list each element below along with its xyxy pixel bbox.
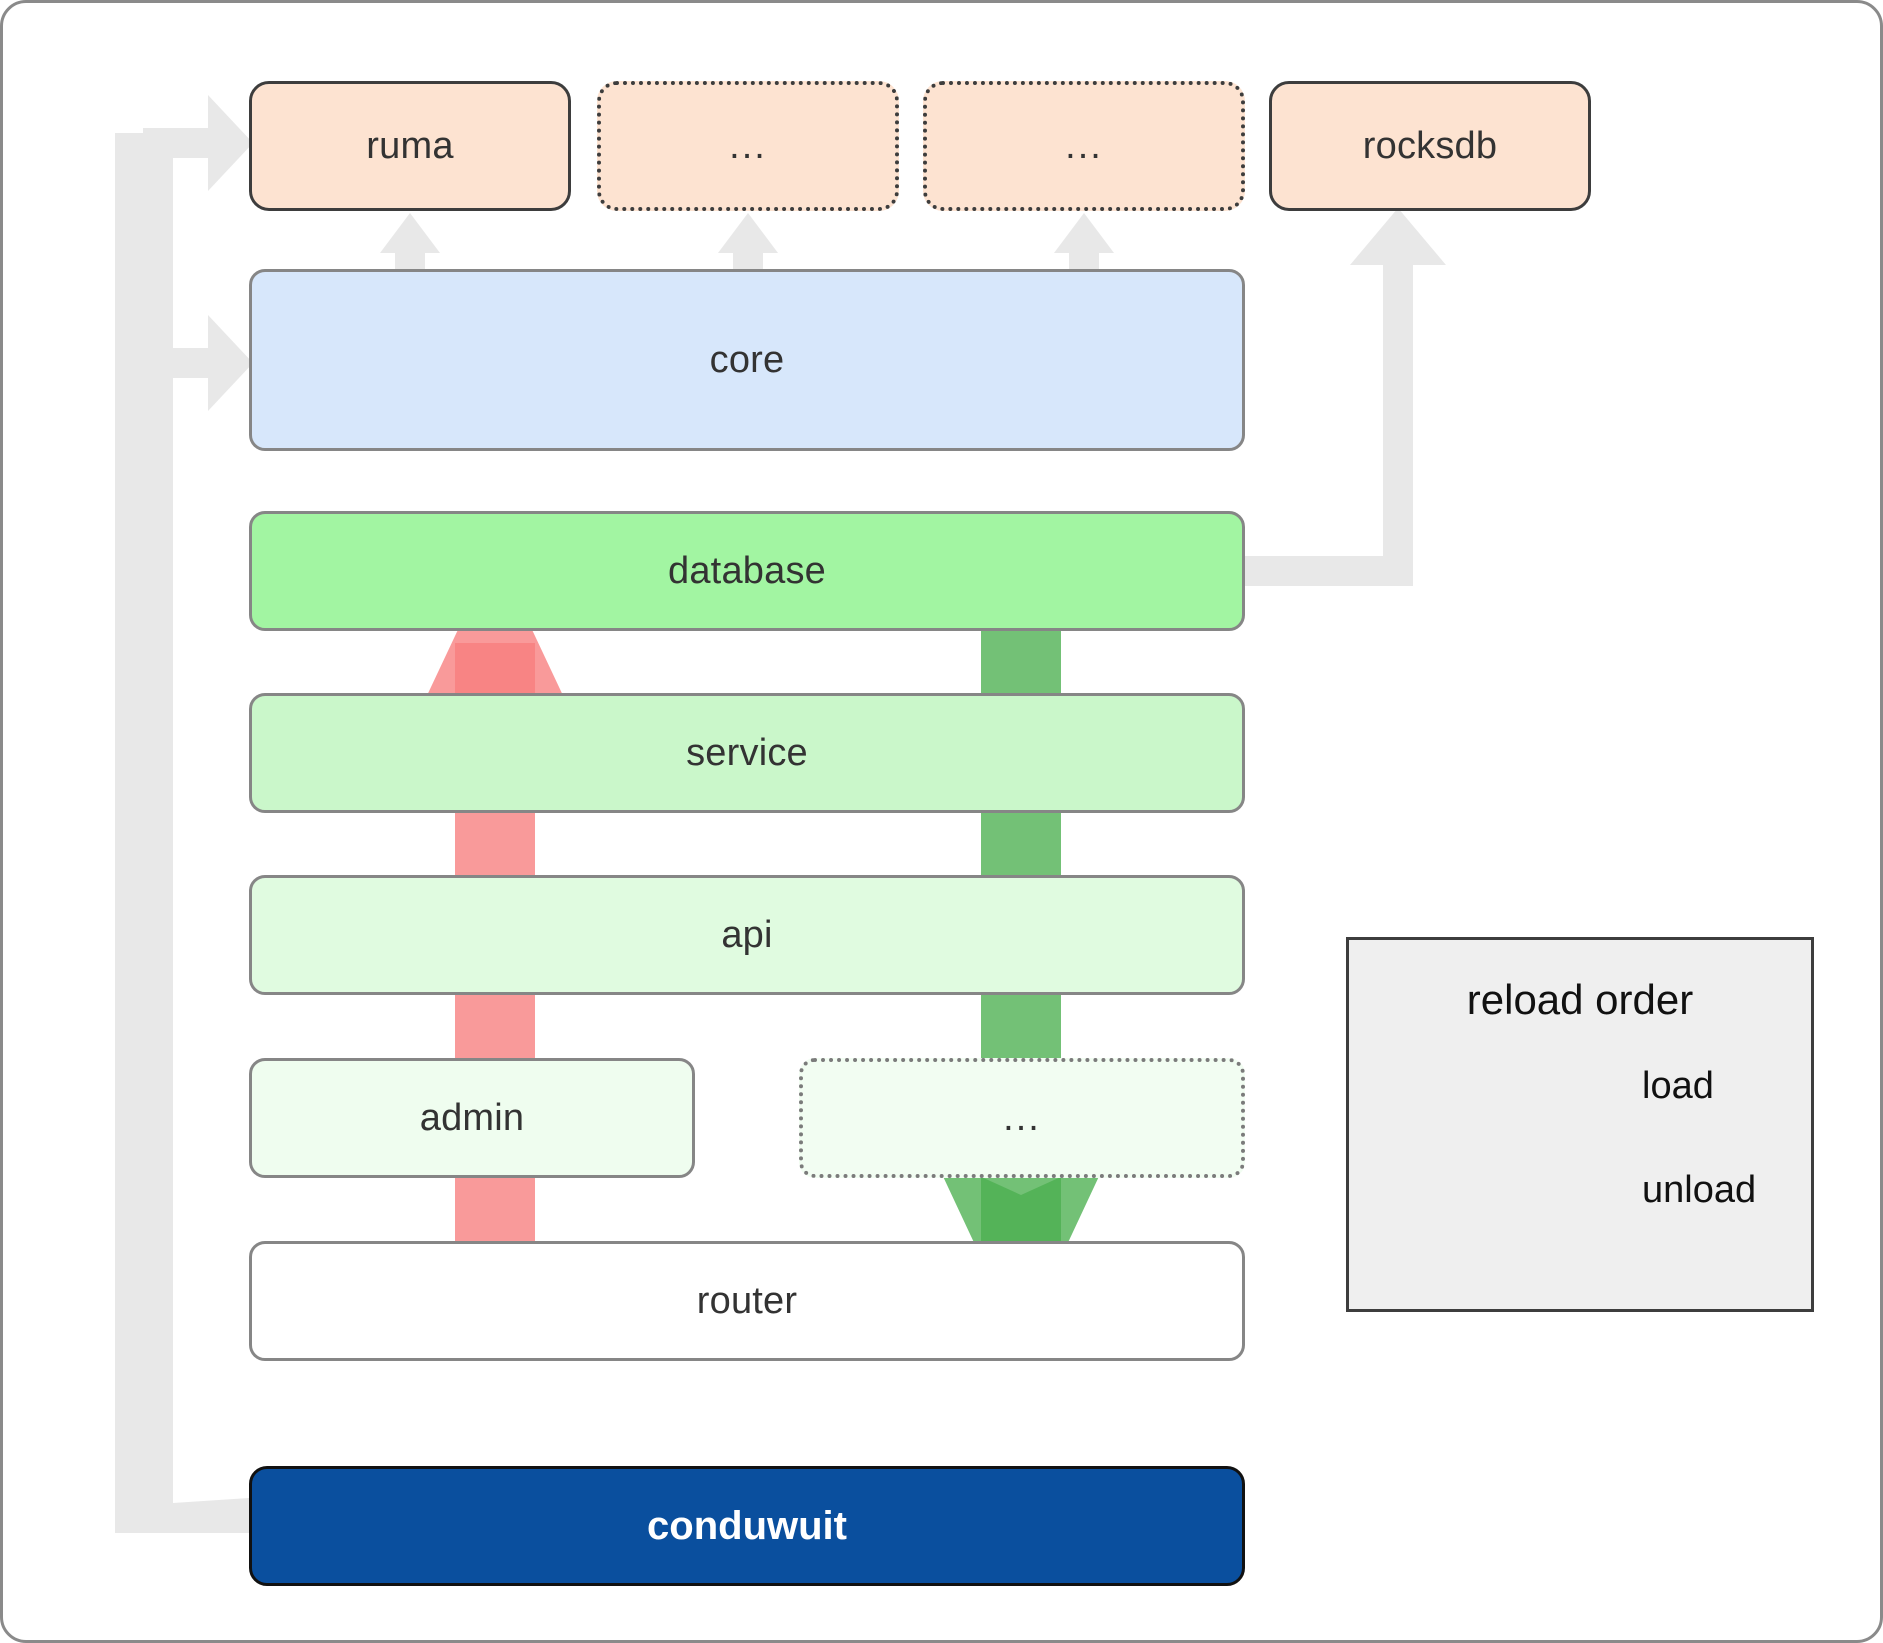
legend-entry-label-load: load bbox=[1642, 1065, 1714, 1107]
gray-connectors bbox=[115, 95, 1446, 1533]
connector-conduwuit-trunk bbox=[143, 136, 249, 1533]
legend-title: reload order bbox=[1466, 976, 1694, 1023]
layer-box-database[interactable]: database bbox=[249, 511, 1245, 631]
connector-and-arrow-layer bbox=[115, 95, 1591, 1533]
unload-arrow-head bbox=[407, 551, 583, 738]
binary-box-conduwuit[interactable]: conduwuit bbox=[249, 1466, 1245, 1586]
connector-trunk-vertical bbox=[115, 133, 145, 1533]
dependency-label-ruma: ruma bbox=[366, 124, 454, 167]
connector-core-to-dots-a bbox=[718, 213, 778, 271]
layer-box-core[interactable]: core bbox=[249, 269, 1245, 451]
layer-box-api[interactable]: api bbox=[249, 875, 1245, 995]
layer-label-router: router bbox=[696, 1279, 798, 1322]
layer-label-admin: admin bbox=[419, 1096, 525, 1139]
legend-panel: reload order bbox=[1346, 937, 1814, 1312]
layer-box-router[interactable]: router bbox=[249, 1241, 1245, 1361]
connector-branch-core-arrowhead bbox=[143, 315, 253, 411]
connector-core-to-deps bbox=[380, 213, 1114, 271]
layer-label-database: database bbox=[668, 549, 826, 592]
connector-core-to-dots-b bbox=[1054, 213, 1114, 271]
layer-box-service[interactable]: service bbox=[249, 693, 1245, 813]
dependency-label-ellipsis-a: ... bbox=[729, 124, 767, 167]
layer-box-ellipsis-c[interactable]: ... bbox=[799, 1058, 1245, 1178]
connector-core-to-ruma bbox=[380, 213, 440, 271]
dependency-box-ruma[interactable]: ruma bbox=[249, 81, 571, 211]
dependency-label-rocksdb: rocksdb bbox=[1362, 124, 1498, 167]
connector-db-to-rocksdb-arrowhead bbox=[1350, 208, 1446, 303]
dependency-box-ellipsis-b[interactable]: ... bbox=[923, 81, 1245, 211]
layer-label-api: api bbox=[721, 913, 773, 956]
layer-box-admin[interactable]: admin bbox=[249, 1058, 695, 1178]
layer-label-ellipsis-c: ... bbox=[1003, 1096, 1041, 1139]
connector-db-to-rocksdb-elbow bbox=[1245, 556, 1383, 586]
layer-label-service: service bbox=[686, 731, 808, 774]
connector-db-to-rocksdb-vertical bbox=[1383, 253, 1413, 586]
dependency-box-ellipsis-a[interactable]: ... bbox=[597, 81, 899, 211]
legend-entry-label-unload: unload bbox=[1642, 1169, 1757, 1211]
dependency-box-rocksdb[interactable]: rocksdb bbox=[1269, 81, 1591, 211]
connector-trunk-bottom bbox=[115, 1503, 249, 1533]
connector-branch-ruma-arrowhead bbox=[143, 95, 253, 191]
binary-label-conduwuit: conduwuit bbox=[647, 1503, 847, 1548]
dependency-label-ellipsis-b: ... bbox=[1065, 124, 1103, 167]
layer-label-core: core bbox=[709, 338, 785, 381]
